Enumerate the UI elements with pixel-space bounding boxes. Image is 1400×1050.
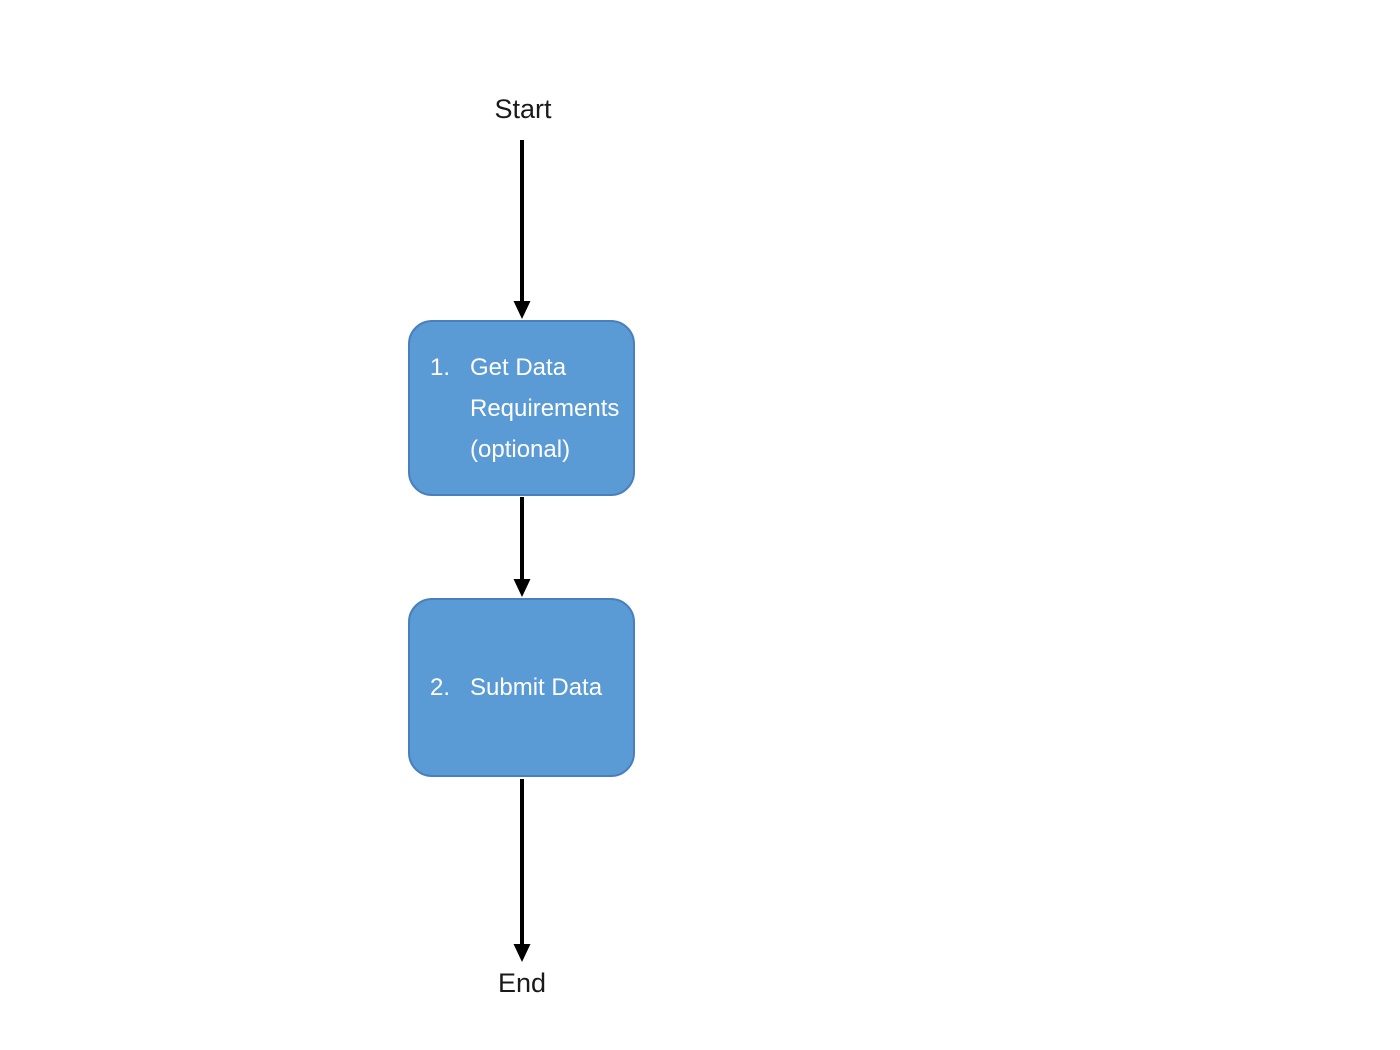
step1-line3: (optional) (470, 435, 571, 463)
arrow-down-icon (513, 779, 531, 962)
arrow-down-icon (513, 140, 531, 319)
step2-lines: Submit Data (470, 667, 602, 708)
end-label: End (497, 968, 547, 998)
step1-number: 1. (430, 353, 451, 381)
step1-line2: Requirements (470, 394, 620, 422)
step1-line1: Get Data (470, 353, 567, 381)
step2-line1: Submit Data (470, 674, 603, 701)
step2-box: 2. Submit Data (408, 598, 635, 777)
step1-lines: Get Data Requirements (optional) (470, 347, 619, 470)
arrow-down-icon (513, 497, 531, 597)
step2-content: 2. Submit Data (410, 667, 610, 708)
start-label: Start (494, 94, 552, 124)
step2-number: 2. (430, 674, 451, 701)
step1-box: 1. Get Data Requirements (optional) (408, 320, 635, 496)
step1-content: 1. Get Data Requirements (optional) (410, 347, 627, 470)
